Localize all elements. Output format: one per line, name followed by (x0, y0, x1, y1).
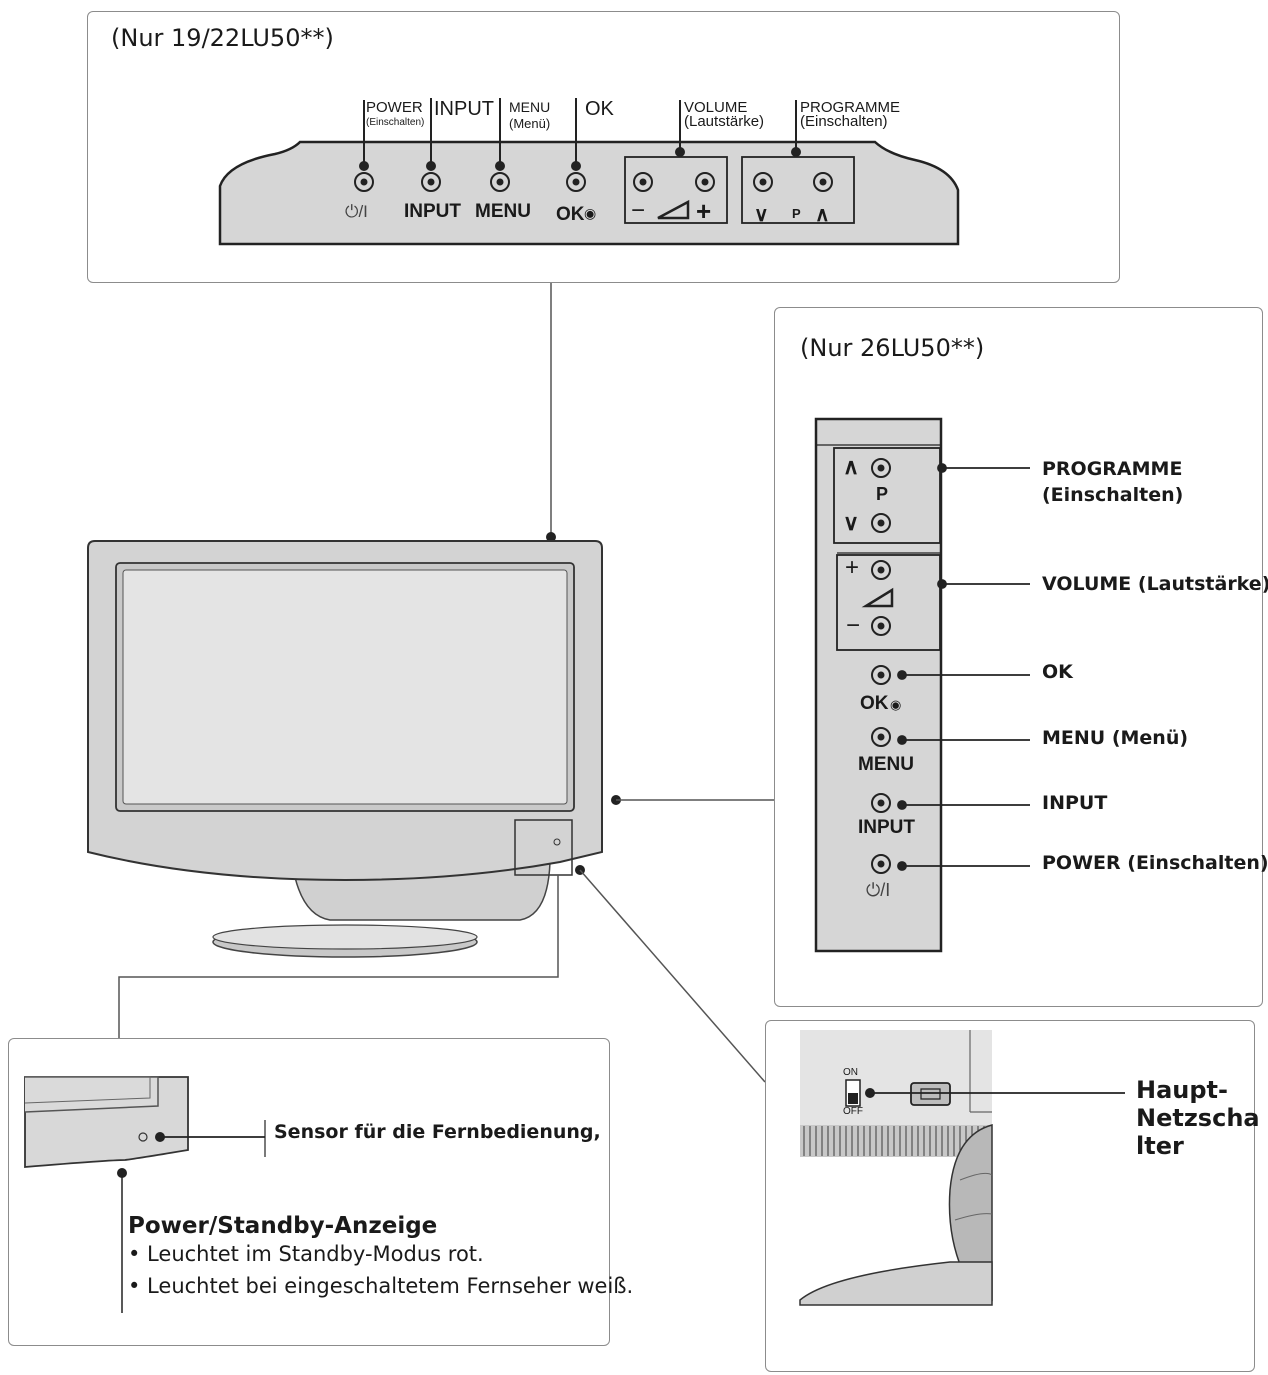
main-switch-label-2: Netzscha (1136, 1104, 1260, 1132)
top-callout-input: INPUT (434, 98, 494, 120)
top-button-prog-p-label: P (792, 206, 801, 221)
top-button-prog-down-label: ∨ (754, 204, 769, 226)
switch-panel (765, 1020, 1255, 1372)
side-callout-menu: MENU (Menü) (1042, 727, 1189, 749)
side-button-ok-dot-icon: ◉ (890, 697, 902, 712)
top-button-ok-dot-icon: ◉ (584, 205, 597, 221)
main-switch-label-1: Haupt- (1136, 1076, 1228, 1104)
top-control-strip (218, 140, 960, 246)
main-switch-label-3: lter (1136, 1132, 1184, 1160)
side-button-prog-p-label: P (876, 484, 889, 504)
sensor-panel (8, 1038, 610, 1346)
top-panel-title: (Nur 19/22LU50**) (111, 24, 334, 52)
side-callout-programme-sub: (Einschalten) (1042, 484, 1184, 506)
side-callout-programme: PROGRAMME (1042, 458, 1183, 480)
side-button-vol-minus-label: − (846, 612, 861, 639)
sensor-label: Sensor für die Fernbedienung, (274, 1121, 601, 1143)
switch-on-label: ON (843, 1067, 858, 1078)
top-callout-menu-sub: (Menü) (509, 116, 551, 131)
top-button-prog-up-label: ∧ (815, 204, 830, 226)
side-panel (774, 307, 1263, 1007)
indicator-bullet-2: • Leuchtet bei eingeschaltetem Fernseher… (128, 1274, 634, 1298)
volume-group-frame (624, 156, 728, 224)
side-button-prog-up-label: ∧ (843, 454, 860, 479)
indicator-bullet-1: • Leuchtet im Standby-Modus rot. (128, 1242, 484, 1266)
top-callout-power-sub: (Einschalten) (366, 117, 425, 128)
top-button-input-label: INPUT (404, 201, 461, 222)
side-panel-title: (Nur 26LU50**) (800, 334, 985, 362)
side-button-power-label: ⏻/I (866, 880, 891, 900)
side-callout-power: POWER (Einschalten) (1042, 852, 1268, 874)
top-callout-programme-sub: (Einschalten) (800, 113, 888, 130)
side-callout-input: INPUT (1042, 792, 1108, 814)
side-button-vol-plus-label: + (845, 554, 860, 581)
top-callout-power: POWER (366, 99, 423, 116)
top-button-ok-label: OK (556, 204, 585, 225)
side-button-menu-label: MENU (858, 754, 914, 775)
side-callout-ok: OK (1042, 661, 1073, 683)
side-callout-volume: VOLUME (Lautstärke) (1042, 573, 1268, 595)
indicator-title: Power/Standby-Anzeige (128, 1213, 438, 1239)
top-callout-volume: VOLUME (684, 99, 748, 116)
volume-wedge-icon (657, 199, 690, 220)
tv-sensor-zoom-frame (514, 819, 573, 876)
top-callout-volume-sub: (Lautstärke) (684, 113, 765, 130)
side-button-ok-label: OK (860, 693, 889, 714)
switch-off-label: OFF (843, 1106, 863, 1117)
top-callout-menu: MENU (509, 99, 551, 115)
side-control-strip (814, 417, 943, 953)
side-button-input-label: INPUT (858, 817, 915, 838)
top-button-vol-minus-label: − (631, 197, 646, 224)
top-button-menu-label: MENU (475, 201, 531, 222)
programme-group-frame (741, 156, 855, 224)
top-callout-ok: OK (585, 98, 614, 120)
side-button-prog-down-label: ∨ (843, 510, 860, 535)
top-callout-programme: PROGRAMME (800, 99, 901, 116)
top-button-vol-plus-label: + (696, 196, 712, 226)
top-button-power-label: ⏻/I (345, 202, 368, 221)
